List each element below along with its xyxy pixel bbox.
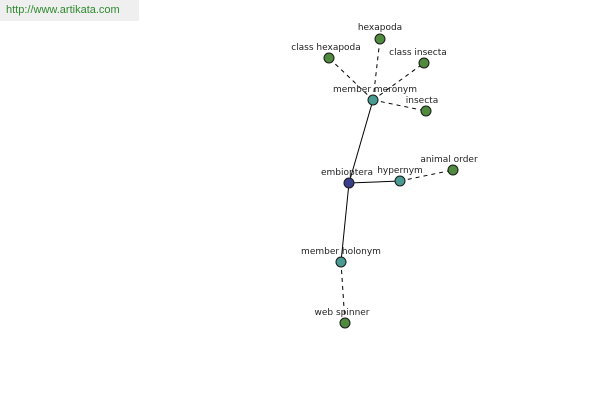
node-embioptera[interactable] (343, 177, 355, 189)
edge-center-member-meronym (348, 99, 374, 184)
label-member-holonym: member holonym (301, 247, 381, 257)
edge-member-meronym-insecta (372, 99, 427, 112)
label-web-spinner: web spinner (314, 308, 369, 318)
node-hexapoda[interactable] (374, 33, 386, 45)
node-member-holonym[interactable] (335, 256, 347, 268)
edge-center-member-holonym (340, 182, 350, 263)
label-animal-order: animal order (420, 155, 478, 165)
node-hypernym[interactable] (394, 175, 406, 187)
label-class-insecta: class insecta (389, 48, 447, 58)
edge-member-meronym-class-insecta (372, 62, 425, 101)
edge-member-meronym-hexapoda (372, 38, 381, 101)
node-class-hexapoda[interactable] (323, 52, 335, 64)
edge-hypernym-animal-order (399, 169, 454, 182)
site-url-link[interactable]: http://www.artikata.com (6, 4, 120, 16)
label-insecta: insecta (406, 96, 438, 106)
label-member-meronym: member meronym (333, 85, 417, 95)
site-url-banner: http://www.artikata.com (0, 0, 139, 21)
label-embioptera: embioptera (321, 168, 373, 178)
label-hypernym: hypernym (377, 166, 423, 176)
label-hexapoda: hexapoda (358, 23, 402, 33)
label-class-hexapoda: class hexapoda (291, 43, 361, 53)
edge-member-holonym-web-spinner (340, 261, 346, 324)
node-insecta[interactable] (420, 105, 432, 117)
node-class-insecta[interactable] (418, 57, 430, 69)
node-animal-order[interactable] (447, 164, 459, 176)
edge-center-hypernym (348, 180, 401, 184)
edge-member-meronym-class-hexapoda (328, 57, 374, 101)
node-web-spinner[interactable] (339, 317, 351, 329)
node-member-meronym[interactable] (367, 94, 379, 106)
